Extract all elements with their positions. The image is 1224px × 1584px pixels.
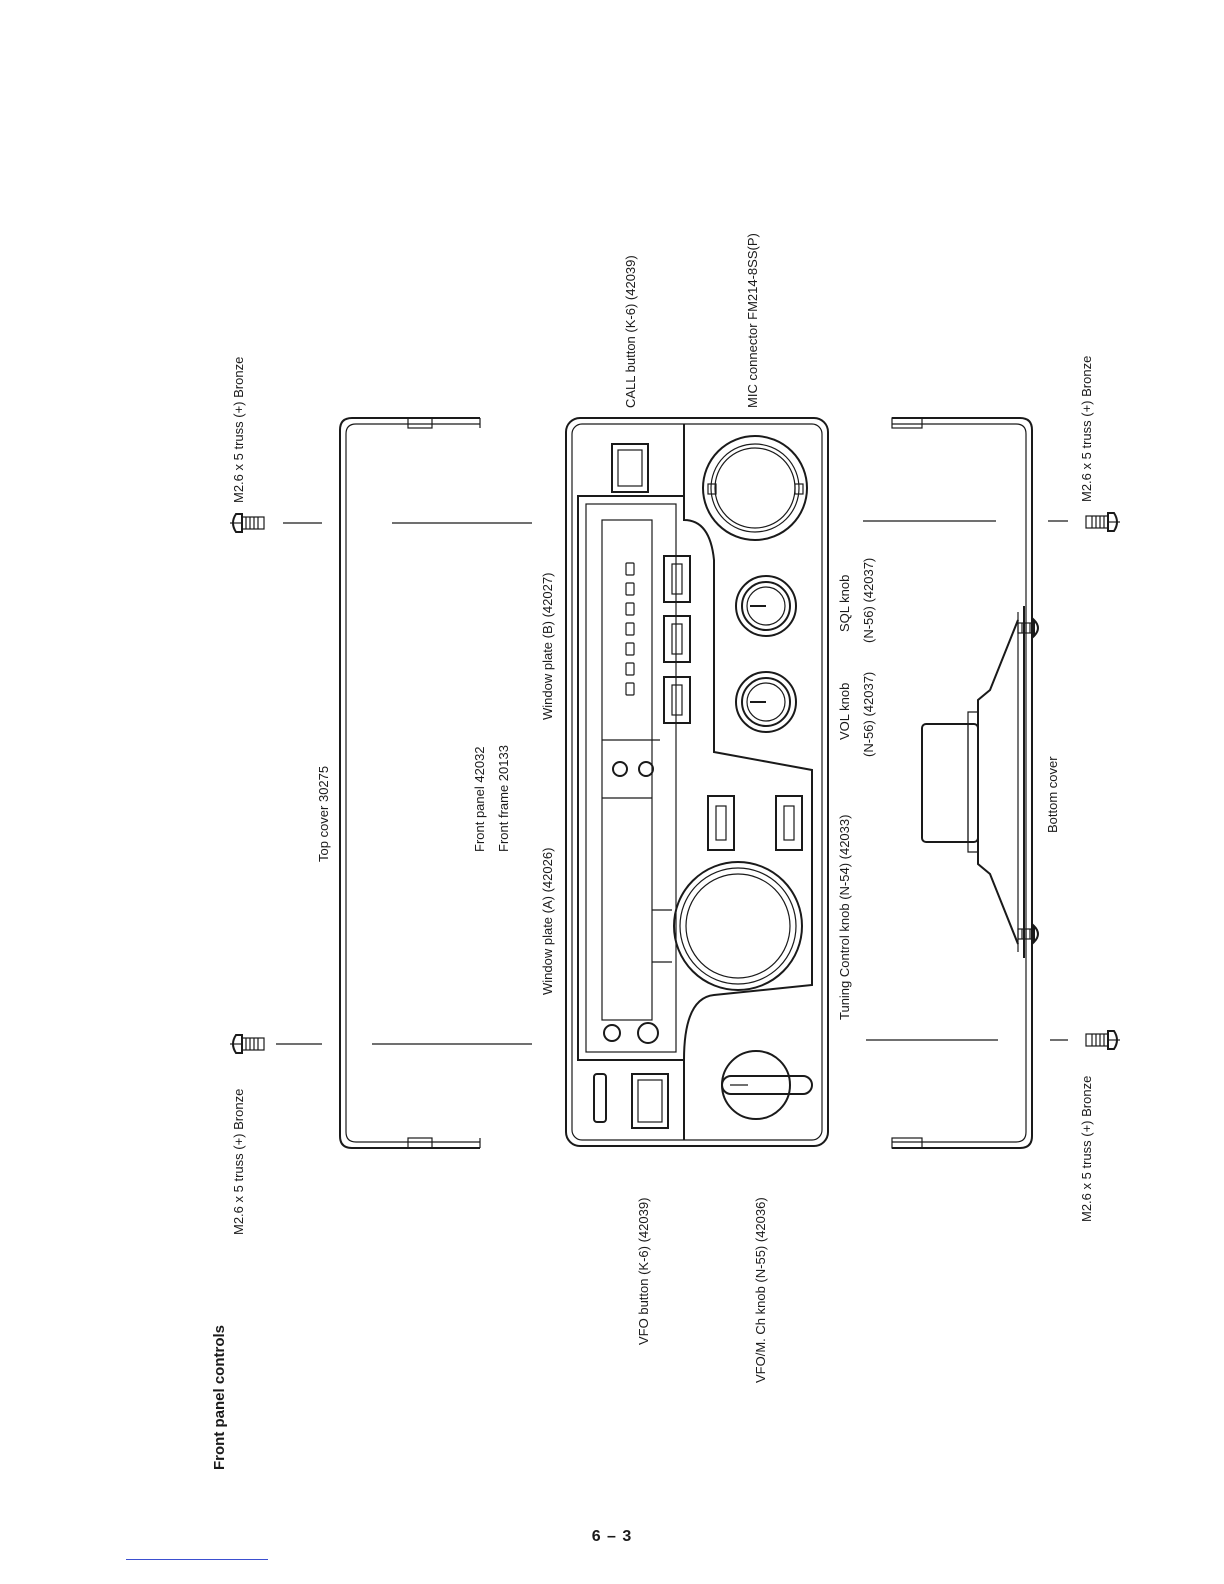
screw-bottom-right-icon <box>1085 512 1120 532</box>
call-button-icon <box>611 443 649 493</box>
vfo-mch-knob-icon <box>721 1050 813 1120</box>
label-vfo-mch-knob: VFO/M. Ch knob (N-55) (42036) <box>753 1197 768 1383</box>
label-window-plate-b: Window plate (B) (42027) <box>540 573 555 720</box>
label-screw-bottom-right: M2.6 x 5 truss (+) Bronze <box>1079 356 1094 502</box>
label-vol-knob-part: (N-56) (42037) <box>861 672 876 757</box>
mic-connector-icon <box>702 435 808 541</box>
window-plate-b-buttons <box>663 555 691 724</box>
tuning-knob-icon <box>673 861 803 991</box>
label-bottom-cover: Bottom cover <box>1045 756 1060 833</box>
screw-top-left-icon <box>230 1034 265 1054</box>
label-tuning-knob: Tuning Control knob (N-54) (42033) <box>837 815 852 1020</box>
speaker-screw-top-icon <box>1017 617 1039 639</box>
centre-buttons <box>707 795 803 851</box>
speaker-icon <box>921 606 1025 958</box>
page-number: 6 – 3 <box>591 1528 633 1545</box>
vol-knob-icon <box>735 671 797 733</box>
label-sql-knob-part: (N-56) (42037) <box>861 558 876 643</box>
footer-rule <box>126 1559 268 1560</box>
label-window-plate-a: Window plate (A) (42026) <box>540 848 555 995</box>
speaker-screw-bottom-icon <box>1017 923 1039 945</box>
label-call-button: CALL button (K-6) (42039) <box>623 255 638 408</box>
indicator-segments <box>625 562 635 696</box>
label-vol-knob: VOL knob <box>837 683 852 740</box>
label-top-cover: Top cover 30275 <box>316 766 331 862</box>
vfo-button-icon <box>593 1073 669 1129</box>
label-front-panel: Front panel 42032 <box>472 746 487 852</box>
bottom-cover <box>891 417 1033 1149</box>
sql-knob-icon <box>735 575 797 637</box>
label-sql-knob: SQL knob <box>837 575 852 632</box>
label-vfo-button: VFO button (K-6) (42039) <box>636 1198 651 1345</box>
top-cover <box>339 417 481 1149</box>
label-front-frame: Front frame 20133 <box>496 745 511 852</box>
label-screw-bottom-left: M2.6 x 5 truss (+) Bronze <box>1079 1076 1094 1222</box>
label-screw-top-left: M2.6 x 5 truss (+) Bronze <box>231 1089 246 1235</box>
diagram-title: Front panel controls <box>211 1325 228 1470</box>
screw-bottom-left-icon <box>1085 1030 1120 1050</box>
label-mic-connector: MIC connector FM214-8SS(P) <box>745 233 760 408</box>
screw-top-right-icon <box>230 513 265 533</box>
label-screw-top-right: M2.6 x 5 truss (+) Bronze <box>231 357 246 503</box>
assembly-lines <box>276 520 1068 1045</box>
led-indicators <box>603 761 659 1044</box>
